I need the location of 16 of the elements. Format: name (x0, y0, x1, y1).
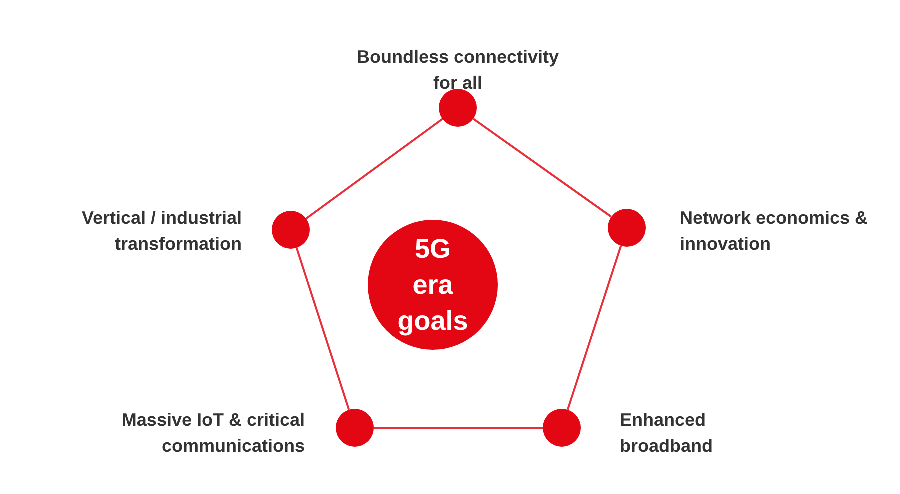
center-circle: 5G era goals (368, 220, 498, 350)
goal-caption: Enhanced broadband (620, 409, 714, 458)
connector-line (306, 118, 444, 220)
goal-dot (543, 409, 581, 447)
goal-dot (608, 209, 646, 247)
goal-caption: Vertical / industrial transformation (80, 207, 242, 256)
connector-line (296, 248, 350, 410)
goal-dot (272, 211, 310, 249)
goal-caption: Massive IoT & critical communications (120, 409, 305, 458)
connector-line (374, 427, 543, 429)
connector-line (566, 246, 622, 410)
connector-line (472, 118, 612, 218)
goal-dot (336, 409, 374, 447)
goal-caption: Network economics & innovation (680, 207, 870, 256)
goal-caption: Boundless connectivity for all (356, 46, 560, 95)
goal-dot (439, 89, 477, 127)
